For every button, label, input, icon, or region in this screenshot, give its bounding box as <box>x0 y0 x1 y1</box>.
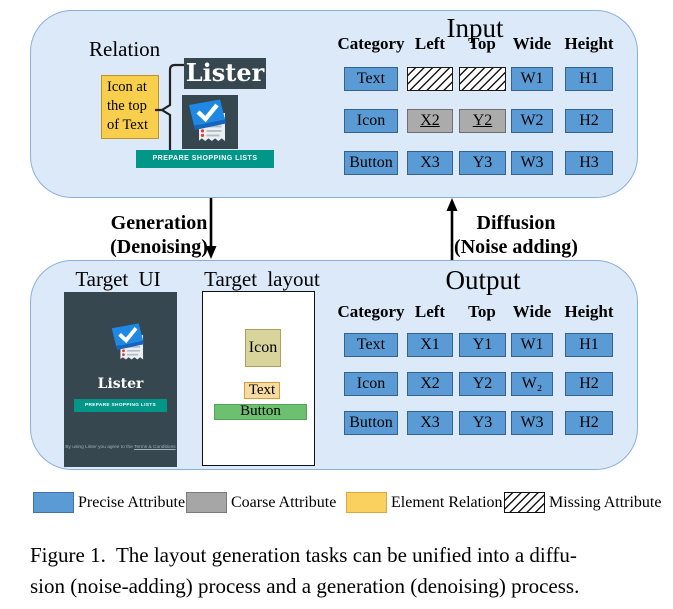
app-title-text: Lister <box>185 58 265 87</box>
attribute-cell: Y3 <box>459 411 506 435</box>
column-header: Category <box>337 302 405 321</box>
legend-label: Precise Attribute <box>78 493 186 511</box>
attribute-cell: X1 <box>407 333 453 357</box>
prepare-shopping-lists-button-mockup: PREPARE SHOPPING LISTS <box>136 150 274 168</box>
column-header: Left <box>414 34 446 53</box>
element-relation-swatch <box>346 492 387 513</box>
missing-attribute-swatch <box>504 492 545 513</box>
column-header: Category <box>337 34 405 53</box>
category-cell: Text <box>344 67 398 91</box>
table-row-text: Text X1 Y1 W1 H1 <box>31 333 637 357</box>
attribute-cell: H2 <box>565 372 613 396</box>
output-table-header: Category Left Top Wide Height <box>31 302 637 322</box>
app-title-mockup: Lister <box>184 58 266 89</box>
category-cell: Icon <box>344 372 398 396</box>
attribute-cell: H1 <box>565 67 613 91</box>
attribute-cell: W1 <box>511 67 553 91</box>
app-icon-tile <box>182 95 238 149</box>
attribute-cell: Y3 <box>459 151 506 175</box>
target-layout-box: Icon Text Button <box>202 291 315 466</box>
layout-text-element: Text <box>244 382 280 399</box>
target-ui-phone-mockup: Lister PREPARE SHOPPING LISTS By using L… <box>64 292 177 467</box>
category-cell: Button <box>344 411 398 435</box>
attribute-cell: H2 <box>565 109 613 133</box>
input-panel: Input Relation Icon at the top of Text L… <box>30 10 638 198</box>
coarse-attribute-cell: X2 <box>407 109 453 133</box>
diffusion-label: Diffusion (Noise adding) <box>454 212 578 258</box>
column-header: Top <box>468 34 496 53</box>
table-row-button: Button X3 Y3 W3 H3 <box>31 151 637 175</box>
legend-item-coarse: Coarse Attribute <box>186 490 336 515</box>
table-row-button: Button X3 Y3 W3 H2 <box>31 411 637 435</box>
prepare-shopping-lists-button-mockup: PREPARE SHOPPING LISTS <box>74 399 167 412</box>
legend-label: Element Relation <box>391 493 503 511</box>
input-table-header: Category Left Top Wide Height <box>31 34 637 54</box>
column-header: Height <box>564 34 614 53</box>
category-cell: Icon <box>344 109 398 133</box>
attribute-cell: W₂ <box>511 372 553 396</box>
output-panel-title: Output <box>445 265 521 295</box>
attribute-cell: W3 <box>511 151 553 175</box>
lister-app-icon <box>189 99 226 141</box>
attribute-cell: W2 <box>511 109 553 133</box>
terms-footer-text: By using Lister you agree to the Terms &… <box>65 445 176 450</box>
layout-button-element: Button <box>214 404 307 420</box>
attribute-cell: Y1 <box>459 333 506 357</box>
attribute-cell: H3 <box>565 151 613 175</box>
coarse-attribute-swatch <box>186 492 227 513</box>
lister-app-icon <box>111 323 144 360</box>
table-row-icon: Icon X2 Y2 W₂ H2 <box>31 372 637 396</box>
table-row-icon: Icon X2 Y2 W2 H2 <box>31 109 637 133</box>
column-header: Top <box>468 302 496 321</box>
category-cell: Text <box>344 333 398 357</box>
legend-label: Missing Attribute <box>549 493 662 511</box>
attribute-cell: X3 <box>407 151 453 175</box>
attribute-cell: X3 <box>407 411 453 435</box>
column-header: Height <box>564 302 614 321</box>
generation-label: Generation (Denoising) <box>110 212 208 258</box>
relation-note: Icon at the top of Text <box>101 75 159 139</box>
legend-item-missing: Missing Attribute <box>504 490 661 515</box>
output-panel: Target UI Lister PREPARE SHOPPING LISTS … <box>30 260 638 470</box>
attribute-cell: Y2 <box>459 372 506 396</box>
missing-attribute-cell <box>459 67 506 91</box>
category-cell: Button <box>344 151 398 175</box>
relation-label: Relation <box>89 37 161 61</box>
attribute-cell: W1 <box>511 333 553 357</box>
input-panel-title: Input <box>446 13 504 43</box>
caption-line: Figure 1. The layout generation tasks ca… <box>30 543 577 567</box>
attribute-cell: X2 <box>407 372 453 396</box>
diffusion-arrow-up <box>446 198 458 260</box>
column-header: Wide <box>512 302 552 321</box>
column-header: Wide <box>512 34 552 53</box>
caption-line: sion (noise-adding) process and a genera… <box>30 574 580 598</box>
target-ui-title: Target UI <box>75 267 161 291</box>
attribute-cell: H2 <box>565 411 613 435</box>
table-row-text: Text W1 H1 <box>31 67 637 91</box>
precise-attribute-swatch <box>33 492 74 513</box>
generation-arrow-down <box>205 198 217 259</box>
target-layout-title: Target layout <box>204 267 320 291</box>
layout-icon-element: Icon <box>245 329 281 367</box>
legend-label: Coarse Attribute <box>231 493 337 511</box>
app-title-text: Lister <box>97 376 144 392</box>
figure-caption: Figure 1. The layout generation tasks ca… <box>30 540 579 602</box>
legend-item-precise: Precise Attribute <box>33 490 185 515</box>
attribute-cell: W3 <box>511 411 553 435</box>
attribute-cell: H1 <box>565 333 613 357</box>
terms-link-mockup: Terms & Conditions <box>134 445 176 450</box>
column-header: Left <box>414 302 446 321</box>
legend-item-relation: Element Relation <box>346 490 503 515</box>
missing-attribute-cell <box>407 67 453 91</box>
coarse-attribute-cell: Y2 <box>459 109 506 133</box>
